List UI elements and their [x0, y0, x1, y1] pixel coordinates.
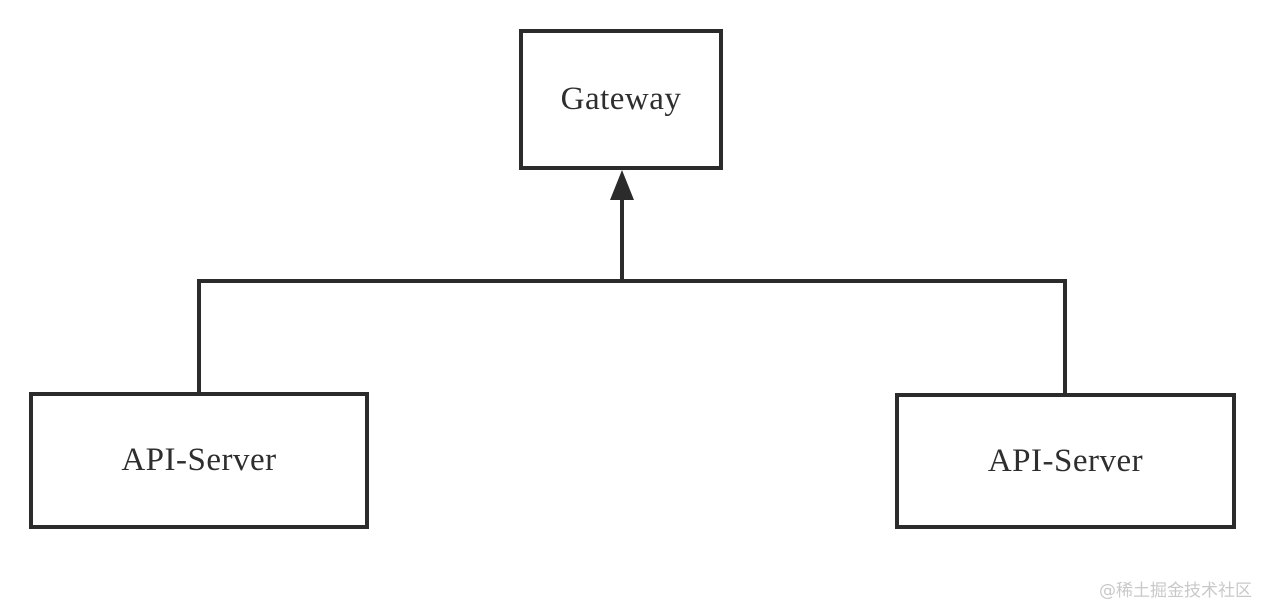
watermark-text: @稀土掘金技术社区 — [1099, 581, 1252, 601]
api-server-right-node: API-Server — [895, 393, 1236, 529]
api-server-left-node: API-Server — [29, 392, 369, 529]
gateway-node: Gateway — [519, 29, 723, 170]
connector-horizontal-line — [197, 279, 1067, 283]
arrow-up-icon — [610, 170, 634, 200]
connector-right-vertical-line — [1063, 279, 1067, 393]
gateway-node-label: Gateway — [560, 81, 682, 117]
connector-left-vertical-line — [197, 279, 201, 392]
arrow-shaft — [620, 196, 624, 283]
api-server-right-node-label: API-Server — [987, 442, 1144, 479]
api-server-left-node-label: API-Server — [121, 442, 277, 478]
